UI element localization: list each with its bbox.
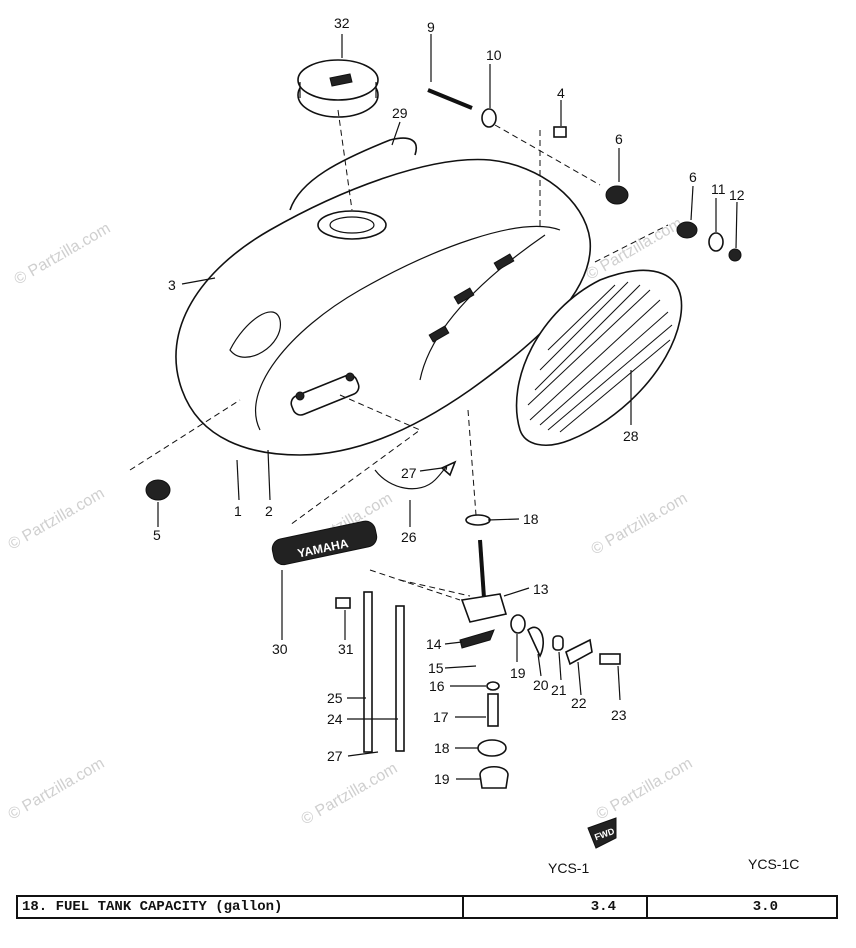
callout-8: 10 bbox=[486, 47, 502, 63]
callout-27: 27 bbox=[327, 748, 343, 764]
callout-22: 22 bbox=[571, 695, 587, 711]
callout-24: 24 bbox=[327, 711, 343, 727]
callout-labels: 32 9 10 4 29 6 6 11 12 3 28 27 1 2 18 5 … bbox=[153, 15, 745, 787]
fuel-cap bbox=[297, 59, 379, 118]
model-label-ycs1: YCS-1 bbox=[548, 860, 590, 876]
callout-18: 18 bbox=[523, 511, 539, 527]
petcock-assembly bbox=[363, 514, 621, 789]
callout-25: 25 bbox=[327, 690, 343, 706]
dashed-guides bbox=[129, 109, 669, 601]
callout-23: 23 bbox=[611, 707, 627, 723]
watermark: © Partzilla.com bbox=[12, 220, 114, 289]
callout-30: 30 bbox=[272, 641, 288, 657]
yamaha-emblem: YAMAHA bbox=[271, 520, 378, 566]
callout-10: 12 bbox=[729, 187, 745, 203]
callout-13: 15 bbox=[428, 660, 444, 676]
callout-9: 11 bbox=[711, 181, 726, 197]
callout-5: 5 bbox=[153, 527, 161, 543]
watermark: © Partzilla.com bbox=[6, 485, 108, 554]
watermark: © Partzilla.com bbox=[6, 755, 108, 824]
model-label-ycs1c: YCS-1C bbox=[748, 856, 800, 872]
watermark: © Partzilla.com bbox=[594, 755, 696, 824]
leader-lines bbox=[157, 34, 738, 780]
fuel-capacity-table: 18. FUEL TANK CAPACITY (gallon) 3.4 3.0 bbox=[16, 895, 838, 919]
fuel-tank bbox=[175, 137, 592, 456]
callout-27: 27 bbox=[401, 465, 417, 481]
callout-7: 9 bbox=[427, 19, 435, 35]
capacity-value-ycs1: 3.4 bbox=[464, 897, 648, 917]
callout-17: 19 bbox=[434, 771, 450, 787]
mount-hardware bbox=[145, 88, 742, 609]
callout-3: 3 bbox=[168, 277, 176, 293]
callout-31: 31 bbox=[338, 641, 354, 657]
watermark: © Partzilla.com bbox=[299, 760, 401, 829]
callout-26: 26 bbox=[401, 529, 417, 545]
callout-1: 1 bbox=[234, 503, 242, 519]
callout-20: 20 bbox=[533, 677, 549, 693]
callout-12: 14 bbox=[426, 636, 442, 652]
callout-19: 19 bbox=[510, 665, 526, 681]
capacity-label: 18. FUEL TANK CAPACITY (gallon) bbox=[18, 897, 464, 917]
callout-28: 28 bbox=[623, 428, 639, 444]
callout-11: 13 bbox=[533, 581, 549, 597]
capacity-value-ycs1c: 3.0 bbox=[752, 899, 778, 915]
callout-21: 21 bbox=[551, 682, 567, 698]
callout-16: 18 bbox=[434, 740, 450, 756]
callout-6: 6 bbox=[689, 169, 697, 185]
callout-6: 6 bbox=[615, 131, 623, 147]
callout-2: 2 bbox=[265, 503, 273, 519]
callout-32: 32 bbox=[334, 15, 350, 31]
fwd-badge: FWD bbox=[587, 817, 617, 849]
callout-14: 16 bbox=[429, 678, 445, 694]
watermark: © Partzilla.com bbox=[589, 490, 691, 559]
callout-15: 17 bbox=[433, 709, 449, 725]
callout-29: 29 bbox=[392, 105, 408, 121]
knee-pad bbox=[515, 269, 683, 446]
callout-4: 4 bbox=[557, 85, 565, 101]
